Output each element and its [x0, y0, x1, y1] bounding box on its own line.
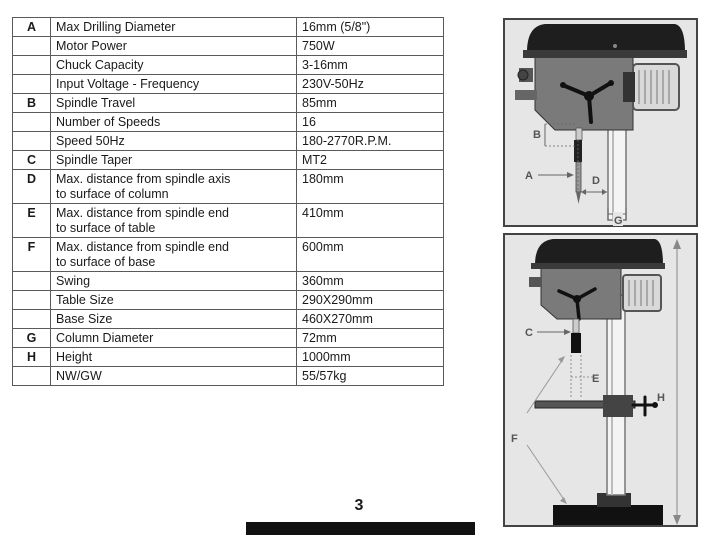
spec-row-spindle-taper: C Spindle Taper MT2 — [12, 150, 444, 170]
spec-row-chuck-capacity: Chuck Capacity 3-16mm — [12, 55, 444, 75]
spec-row-spindle-travel: B Spindle Travel 85mm — [12, 93, 444, 113]
spec-value: 55/57kg — [296, 366, 444, 386]
spec-label: Spindle Taper — [50, 150, 297, 170]
spec-label-line: to surface of table — [56, 221, 156, 235]
spec-key: B — [12, 93, 51, 113]
spec-value: 180mm — [296, 169, 444, 204]
spec-value: 180-2770R.P.M. — [296, 131, 444, 151]
spec-label: Spindle Travel — [50, 93, 297, 113]
spec-label: Height — [50, 347, 297, 367]
spec-value: 410mm — [296, 203, 444, 238]
spec-value: 750W — [296, 36, 444, 56]
spec-key: C — [12, 150, 51, 170]
spec-value: 85mm — [296, 93, 444, 113]
spec-value: 16mm (5/8") — [296, 17, 444, 37]
spec-label-line: Max. distance from spindle end — [56, 206, 230, 220]
spec-label: Input Voltage - Frequency — [50, 74, 297, 94]
spec-label: Motor Power — [50, 36, 297, 56]
spec-key: G — [12, 328, 51, 348]
spec-label: Swing — [50, 271, 297, 291]
drill-head-illustration: B A D G — [515, 24, 687, 227]
spec-label-line: Max. distance from spindle end — [56, 240, 230, 254]
spec-value: 360mm — [296, 271, 444, 291]
footer-bar — [246, 522, 475, 535]
spec-value: 230V-50Hz — [296, 74, 444, 94]
spec-value: 460X270mm — [296, 309, 444, 329]
spec-row-swing: Swing 360mm — [12, 271, 444, 291]
spec-row-table-size: Table Size 290X290mm — [12, 290, 444, 310]
spec-label-line: Max. distance from spindle axis — [56, 172, 231, 186]
spec-key — [12, 290, 51, 310]
spec-value: 72mm — [296, 328, 444, 348]
spec-value: 16 — [296, 112, 444, 132]
spec-key — [12, 112, 51, 132]
spec-value: MT2 — [296, 150, 444, 170]
spec-row-number-of-speeds: Number of Speeds 16 — [12, 112, 444, 132]
page-number: 3 — [354, 497, 364, 514]
spec-value: 290X290mm — [296, 290, 444, 310]
drill-press-illustration: C E F H — [511, 239, 681, 525]
spec-row-input-voltage: Input Voltage - Frequency 230V-50Hz — [12, 74, 444, 94]
spec-label: Chuck Capacity — [50, 55, 297, 75]
spec-label: Base Size — [50, 309, 297, 329]
spec-value: 1000mm — [296, 347, 444, 367]
spec-key: D — [12, 169, 51, 204]
spec-label: Table Size — [50, 290, 297, 310]
spec-row-column-diameter: G Column Diameter 72mm — [12, 328, 444, 348]
dimension-label-c: C — [525, 327, 533, 339]
spec-label: Max Drilling Diameter — [50, 17, 297, 37]
spec-label: NW/GW — [50, 366, 297, 386]
spec-key — [12, 55, 51, 75]
dimension-label-e: E — [592, 373, 599, 385]
dimension-label-b: B — [533, 129, 541, 141]
spec-key — [12, 366, 51, 386]
spec-key: H — [12, 347, 51, 367]
dimension-label-d: D — [592, 175, 600, 187]
spec-row-speed: Speed 50Hz 180-2770R.P.M. — [12, 131, 444, 151]
spec-key: E — [12, 203, 51, 238]
dimension-label-f: F — [511, 433, 518, 445]
drill-press-diagram: C E F H — [503, 233, 698, 527]
specifications-table: A Max Drilling Diameter 16mm (5/8") Moto… — [12, 17, 444, 386]
spec-key — [12, 74, 51, 94]
spec-key: F — [12, 237, 51, 272]
spec-label-line: to surface of base — [56, 255, 156, 269]
spec-row-base-size: Base Size 460X270mm — [12, 309, 444, 329]
spec-row-motor-power: Motor Power 750W — [12, 36, 444, 56]
spec-value: 3-16mm — [296, 55, 444, 75]
spec-label: Speed 50Hz — [50, 131, 297, 151]
spec-key — [12, 271, 51, 291]
spec-row-max-drilling-diameter: A Max Drilling Diameter 16mm (5/8") — [12, 17, 444, 37]
drill-head-diagram: B A D G — [503, 18, 698, 227]
spec-row-height: H Height 1000mm — [12, 347, 444, 367]
dimension-label-g: G — [614, 215, 623, 227]
dimension-label-a: A — [525, 170, 533, 182]
spec-value: 600mm — [296, 237, 444, 272]
spec-label: Column Diameter — [50, 328, 297, 348]
dimension-label-h: H — [657, 392, 665, 404]
spec-key — [12, 36, 51, 56]
spec-key — [12, 131, 51, 151]
spec-label: Number of Speeds — [50, 112, 297, 132]
spec-key: A — [12, 17, 51, 37]
spec-label-line: to surface of column — [56, 187, 169, 201]
spec-row-weight: NW/GW 55/57kg — [12, 366, 444, 386]
spec-key — [12, 309, 51, 329]
